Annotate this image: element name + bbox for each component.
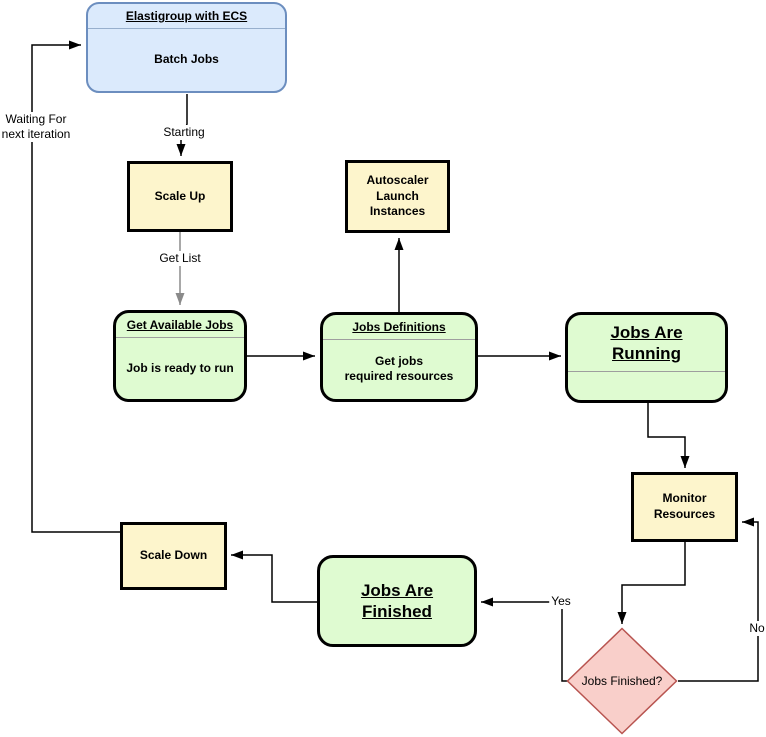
node-monitor-resources-label: Monitor Resources <box>653 491 716 521</box>
node-jobs-are-running-divider <box>568 371 725 400</box>
edge-finished-to-scaledown <box>231 550 317 603</box>
node-jobs-are-running: Jobs Are Running <box>565 312 728 403</box>
edge-label-starting: Starting <box>161 125 207 140</box>
edge-no <box>678 517 759 682</box>
node-jobs-definitions: Jobs Definitions Get jobs required resou… <box>320 312 478 402</box>
edge-waiting-loop <box>31 40 120 533</box>
node-autoscaler: Autoscaler Launch Instances <box>345 160 450 233</box>
node-jobs-definitions-body: Get jobs required resources <box>344 353 454 384</box>
edge-label-waiting: Waiting For next iteration <box>0 112 73 142</box>
node-scale-up-label: Scale Up <box>154 188 206 203</box>
node-jobs-are-finished-label: Jobs Are Finished <box>360 580 434 621</box>
node-scale-down: Scale Down <box>120 522 227 590</box>
node-jobs-are-running-label: Jobs Are Running <box>610 322 683 363</box>
node-jobs-finished-decision: Jobs Finished? <box>566 627 678 735</box>
node-monitor-resources: Monitor Resources <box>631 472 738 542</box>
node-scale-up: Scale Up <box>127 161 233 232</box>
decision-diamond-shape <box>566 627 678 735</box>
node-get-available-jobs: Get Available Jobs Job is ready to run <box>113 310 247 402</box>
edge-yes <box>481 597 568 682</box>
node-elastigroup-body: Batch Jobs <box>154 52 219 66</box>
edge-label-get-list: Get List <box>157 251 203 266</box>
edge-label-no: No <box>747 621 766 636</box>
edge-monitor-to-decision <box>617 542 686 624</box>
node-get-available-jobs-body: Job is ready to run <box>126 360 234 375</box>
node-jobs-are-finished: Jobs Are Finished <box>317 555 477 647</box>
node-scale-down-label: Scale Down <box>139 548 208 563</box>
node-jobs-finished-decision-label: Jobs Finished? <box>581 674 663 688</box>
edge-running-to-monitor <box>647 403 690 468</box>
node-get-available-jobs-title: Get Available Jobs <box>116 313 244 338</box>
node-elastigroup-title: Elastigroup with ECS <box>88 4 285 29</box>
node-jobs-definitions-title: Jobs Definitions <box>323 315 475 340</box>
edge-label-yes: Yes <box>549 594 573 609</box>
node-elastigroup: Elastigroup with ECS Batch Jobs <box>86 2 287 93</box>
node-autoscaler-label: Autoscaler Launch Instances <box>366 173 429 219</box>
